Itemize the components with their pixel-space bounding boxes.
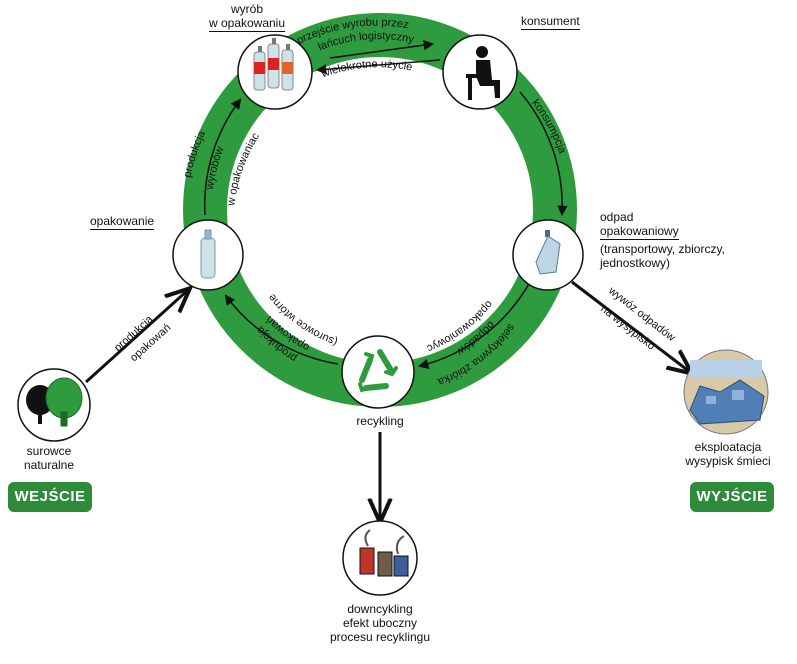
label-landfill: eksploatacja wysypisk śmieci	[668, 440, 788, 468]
arrow-packaging-production	[224, 294, 339, 365]
arrow-consumption	[519, 91, 568, 217]
label-downcycling-line1: downcykling	[347, 602, 413, 616]
barrels-icon	[359, 529, 409, 577]
seated-person-icon	[466, 46, 500, 100]
label-downcycling: downcykling efekt uboczny procesu recykl…	[310, 602, 450, 644]
node-landfill	[683, 349, 769, 435]
label-downcycling-line3: procesu recyklingu	[329, 630, 431, 644]
label-product: wyrób w opakowaniu	[192, 2, 302, 32]
node-product	[237, 34, 313, 110]
node-raw-materials	[17, 368, 91, 442]
label-raw-materials: surowce naturalne	[4, 444, 94, 472]
node-waste	[512, 219, 584, 291]
badge-output: WYJŚCIE	[690, 482, 774, 512]
label-raw-line1: surowce	[26, 444, 72, 458]
label-landfill-line1: eksploatacja	[694, 440, 762, 454]
label-packaging-text: opakowanie	[90, 214, 155, 230]
landfill-icon	[689, 360, 765, 425]
label-product-line1: wyrób	[230, 2, 263, 16]
arrow-reuse	[315, 59, 441, 75]
label-consumer-text: konsument	[521, 14, 580, 30]
badge-input: WEJŚCIE	[8, 482, 92, 512]
label-product-line2: w opakowaniu	[208, 16, 286, 32]
label-raw-line2: naturalne	[23, 458, 75, 472]
label-packaging: opakowanie	[90, 214, 155, 230]
bottle-icon	[200, 229, 216, 279]
recycle-icon	[358, 349, 398, 393]
label-waste: odpad opakowaniowy (transportowy, zbiorc…	[600, 210, 725, 270]
node-packaging	[172, 219, 244, 291]
crushed-bottle-icon	[535, 230, 561, 275]
label-waste-detail1: (transportowy, zbiorczy,	[600, 242, 725, 256]
arrow-input	[84, 290, 188, 384]
label-downcycling-line2: efekt uboczny	[342, 616, 418, 630]
label-waste-detail2: jednostkowy)	[600, 256, 671, 270]
label-consumer: konsument	[521, 14, 580, 30]
arrow-logistics	[329, 39, 435, 59]
arrow-collection	[417, 281, 531, 370]
label-landfill-line2: wysypisk śmieci	[685, 454, 771, 468]
bottles-icon	[253, 38, 294, 91]
node-consumer	[442, 34, 518, 110]
node-downcycling	[342, 520, 418, 596]
label-waste-line2: opakowaniowy	[600, 224, 679, 240]
node-recycling	[341, 335, 415, 409]
arrow-output	[571, 280, 690, 372]
arrow-product-production	[203, 98, 242, 216]
label-waste-line1: odpad	[600, 210, 634, 224]
label-recycling: recykling	[356, 414, 404, 428]
